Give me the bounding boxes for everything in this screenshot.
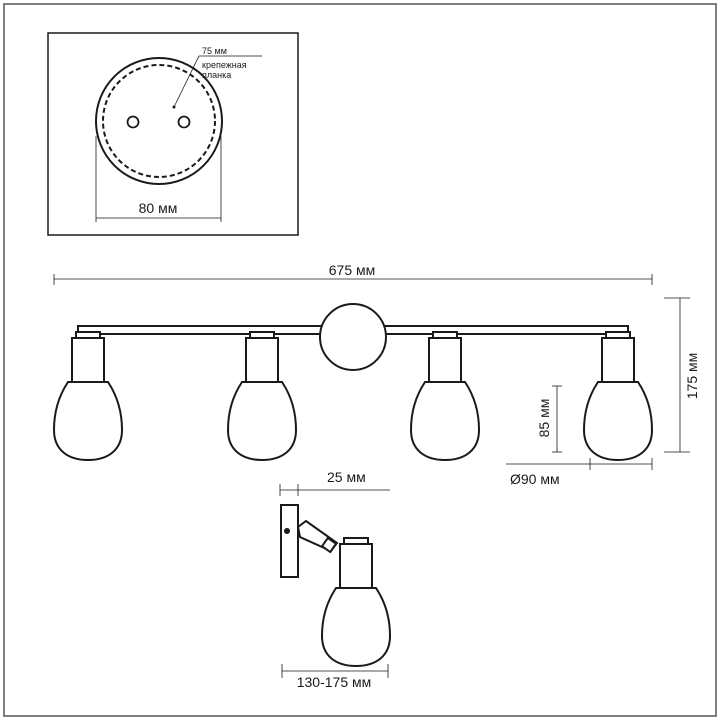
spotlight-2 bbox=[227, 331, 297, 461]
mounting-hole-left bbox=[126, 115, 140, 129]
base-circle bbox=[95, 57, 223, 185]
page-frame bbox=[3, 3, 717, 717]
spotlight-side bbox=[321, 537, 391, 667]
front-view: 675 мм 175 мм 85 мм Ø90 мм bbox=[53, 262, 700, 487]
total-length-label: 675 мм bbox=[329, 262, 376, 278]
bracket-depth-label: 25 мм bbox=[327, 469, 366, 485]
mounting-detail: 75 мм крепежная планка 80 мм bbox=[47, 32, 299, 236]
spotlight-1 bbox=[53, 331, 123, 461]
shade-diameter-label: Ø90 мм bbox=[510, 471, 560, 487]
detail-frame bbox=[47, 32, 299, 236]
plate-label-line2: планка bbox=[202, 70, 231, 80]
plate-label-line1: крепежная bbox=[202, 60, 247, 70]
base-diameter-label: 80 мм bbox=[139, 200, 178, 216]
wall-bracket bbox=[280, 504, 299, 578]
leader-line bbox=[173, 55, 262, 108]
plate-size-label: 75 мм bbox=[202, 46, 227, 56]
canopy bbox=[319, 303, 387, 371]
spotlight-4 bbox=[583, 331, 653, 461]
projection-label: 130-175 мм bbox=[297, 674, 372, 690]
total-height-label: 175 мм bbox=[684, 353, 700, 400]
spotlight-3 bbox=[410, 331, 480, 461]
mounting-plate-dashed bbox=[102, 64, 216, 178]
mounting-hole-right bbox=[177, 115, 191, 129]
shade-height-label: 85 мм bbox=[536, 399, 552, 438]
side-view: 25 мм 130-175 мм bbox=[279, 469, 391, 690]
